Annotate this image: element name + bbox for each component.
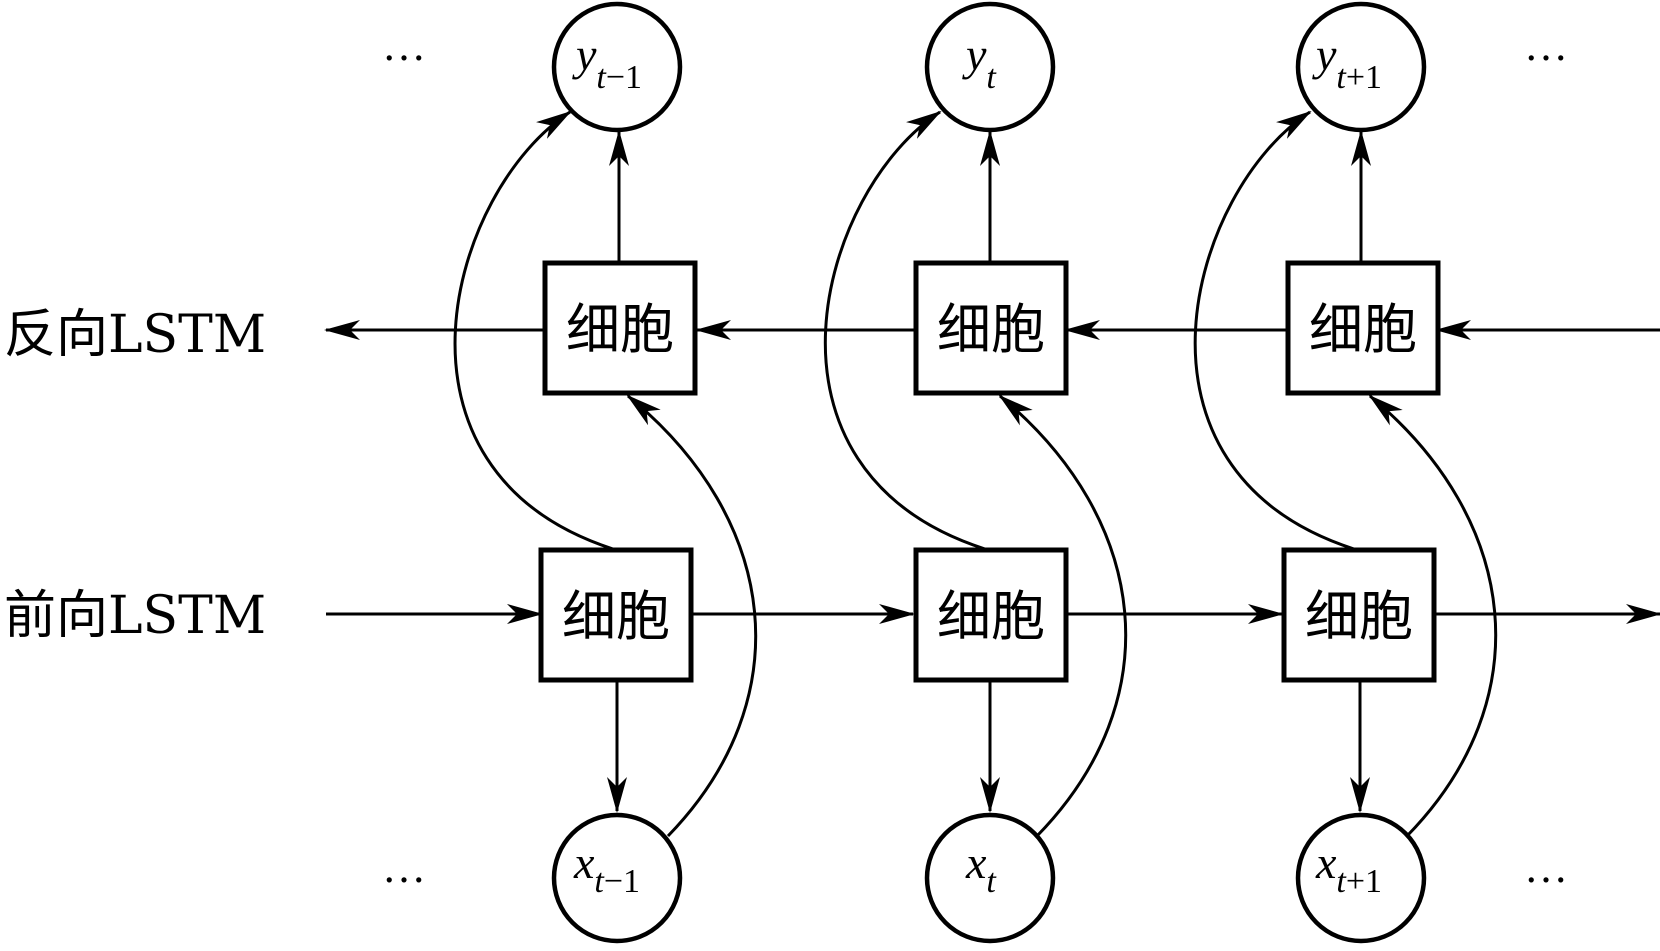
forward-cells: 细胞 细胞 细胞 xyxy=(538,547,1437,683)
input-node-x-t-minus-1 xyxy=(551,812,683,944)
ellipsis-top-right: … xyxy=(1524,21,1568,70)
forward-cell-1 xyxy=(538,547,694,683)
forward-cell-1-label: 细胞 xyxy=(562,585,670,648)
curve-f3-to-y3 xyxy=(1193,110,1355,551)
output-node-y-t xyxy=(924,1,1056,133)
backward-cells: 细胞 细胞 细胞 xyxy=(542,260,1441,396)
forward-cell-3 xyxy=(1281,547,1437,683)
input-node-x-t-plus-1 xyxy=(1295,812,1427,944)
backward-cell-1-label: 细胞 xyxy=(566,298,674,361)
forward-cell-2-label: 细胞 xyxy=(937,585,1045,648)
x-to-backward-curves xyxy=(626,394,1498,838)
curve-f2-to-y2 xyxy=(823,110,986,551)
curve-x1-to-b1 xyxy=(626,394,758,838)
input-node-x-t-minus-1-label: xt−1 xyxy=(573,837,640,900)
output-node-y-t-plus-1 xyxy=(1295,1,1427,133)
output-nodes: yt−1 yt yt+1 xyxy=(551,1,1427,133)
backward-lstm-label: 反向LSTM xyxy=(4,305,266,365)
backward-cell-3-label: 细胞 xyxy=(1309,298,1417,361)
curve-x2-to-b2 xyxy=(998,394,1128,838)
output-node-y-t-minus-1 xyxy=(551,1,683,133)
input-node-x-t xyxy=(924,812,1056,944)
curve-f1-to-y1 xyxy=(453,110,614,551)
ellipsis-bottom-right: … xyxy=(1524,843,1568,892)
forward-to-y-curves xyxy=(453,110,1355,551)
curve-x3-to-b3 xyxy=(1368,394,1498,838)
forward-cell-3-label: 细胞 xyxy=(1305,585,1413,648)
ellipsis-bottom-left: … xyxy=(382,843,426,892)
backward-cell-2-label: 细胞 xyxy=(937,298,1045,361)
input-node-x-t-label: xt xyxy=(965,837,997,900)
forward-lstm-label: 前向LSTM xyxy=(4,586,266,646)
backward-cell-1 xyxy=(542,260,698,396)
output-node-y-t-minus-1-label: yt−1 xyxy=(572,29,642,96)
output-node-y-t-label: yt xyxy=(962,29,997,96)
backward-cell-2 xyxy=(913,260,1069,396)
vertical-arrows xyxy=(607,130,1371,813)
output-node-y-t-plus-1-label: yt+1 xyxy=(1312,29,1382,96)
forward-cell-2 xyxy=(913,547,1069,683)
input-nodes: xt−1 xt xt+1 xyxy=(551,812,1427,944)
input-node-x-t-plus-1-label: xt+1 xyxy=(1315,837,1382,900)
backward-cell-3 xyxy=(1285,260,1441,396)
ellipsis-top-left: … xyxy=(382,21,426,70)
